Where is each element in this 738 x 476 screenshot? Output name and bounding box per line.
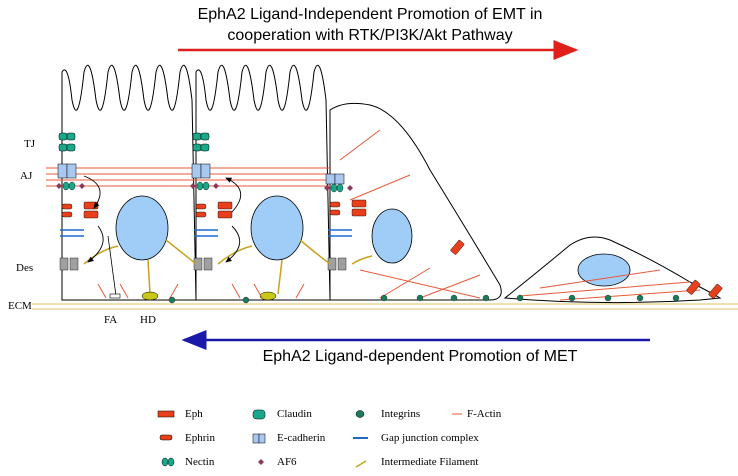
legend-ephrin: Ephrin (185, 432, 215, 444)
legend-eph: Eph (185, 408, 203, 420)
hd-label: HD (140, 314, 156, 326)
aj-label: AJ (20, 170, 33, 182)
emt-title: EphA2 Ligand-Independent Promotion of EM… (160, 4, 580, 46)
intermediate-filament-legend-icon (355, 460, 367, 468)
aj-f-actin (46, 167, 330, 187)
des-label: Des (16, 262, 34, 274)
nectin-legend-icon (161, 457, 175, 467)
nucleus (371, 208, 413, 264)
af6-legend-icon (258, 459, 264, 465)
nucleus (577, 253, 631, 287)
hemidesmosome (259, 291, 277, 301)
desmosomes (59, 257, 347, 271)
legend-ecadherin: E-cadherin (277, 432, 326, 444)
legend-icons (157, 409, 462, 468)
ecm-label: ECM (8, 300, 32, 312)
nucleus (250, 195, 304, 261)
ecm-layer (32, 303, 738, 310)
hemidesmosome (141, 291, 159, 301)
epithelial-cell-1 (61, 65, 197, 301)
legend-af6: AF6 (277, 456, 297, 468)
eph-legend-icon (157, 410, 175, 418)
ephrin-legend-icon (159, 434, 173, 441)
tight-junction (58, 132, 210, 152)
free-eph-receptors (450, 239, 723, 299)
basal-f-actin (97, 129, 701, 301)
legend-gap-junction: Gap junction complex (381, 432, 479, 444)
emt-title-line1: EphA2 Ligand-Independent Promotion of EM… (197, 6, 543, 23)
integrin-legend-icon (355, 410, 365, 418)
transitioning-cell (329, 102, 502, 301)
met-title: EphA2 Ligand-dependent Promotion of MET (262, 348, 578, 365)
legend-intermediate-filament: Intermediate Filament (381, 456, 479, 468)
intermediate-filaments (83, 239, 373, 295)
tj-label: TJ (24, 138, 35, 150)
gap-junctions (60, 229, 352, 237)
mesenchymal-cell (503, 236, 722, 304)
emt-title-line2: cooperation with RTK/PI3K/Akt Pathway (227, 27, 513, 44)
focal-adhesion (107, 235, 121, 299)
nectin-af6-row (56, 181, 353, 193)
claudin-legend-icon (252, 409, 266, 420)
eph-ephrin-pairs (61, 199, 367, 219)
integrins (168, 294, 680, 304)
legend-claudin: Claudin (277, 408, 312, 420)
epithelial-cell-2 (195, 65, 331, 301)
ecadherin-legend-icon (252, 433, 266, 444)
fa-label: FA (104, 314, 118, 326)
nucleus (115, 195, 169, 261)
legend-nectin: Nectin (185, 456, 215, 468)
junction-turnover-arrows (83, 175, 241, 263)
legend-f-actin: F-Actin (467, 408, 502, 420)
legend-integrins: Integrins (381, 408, 421, 420)
